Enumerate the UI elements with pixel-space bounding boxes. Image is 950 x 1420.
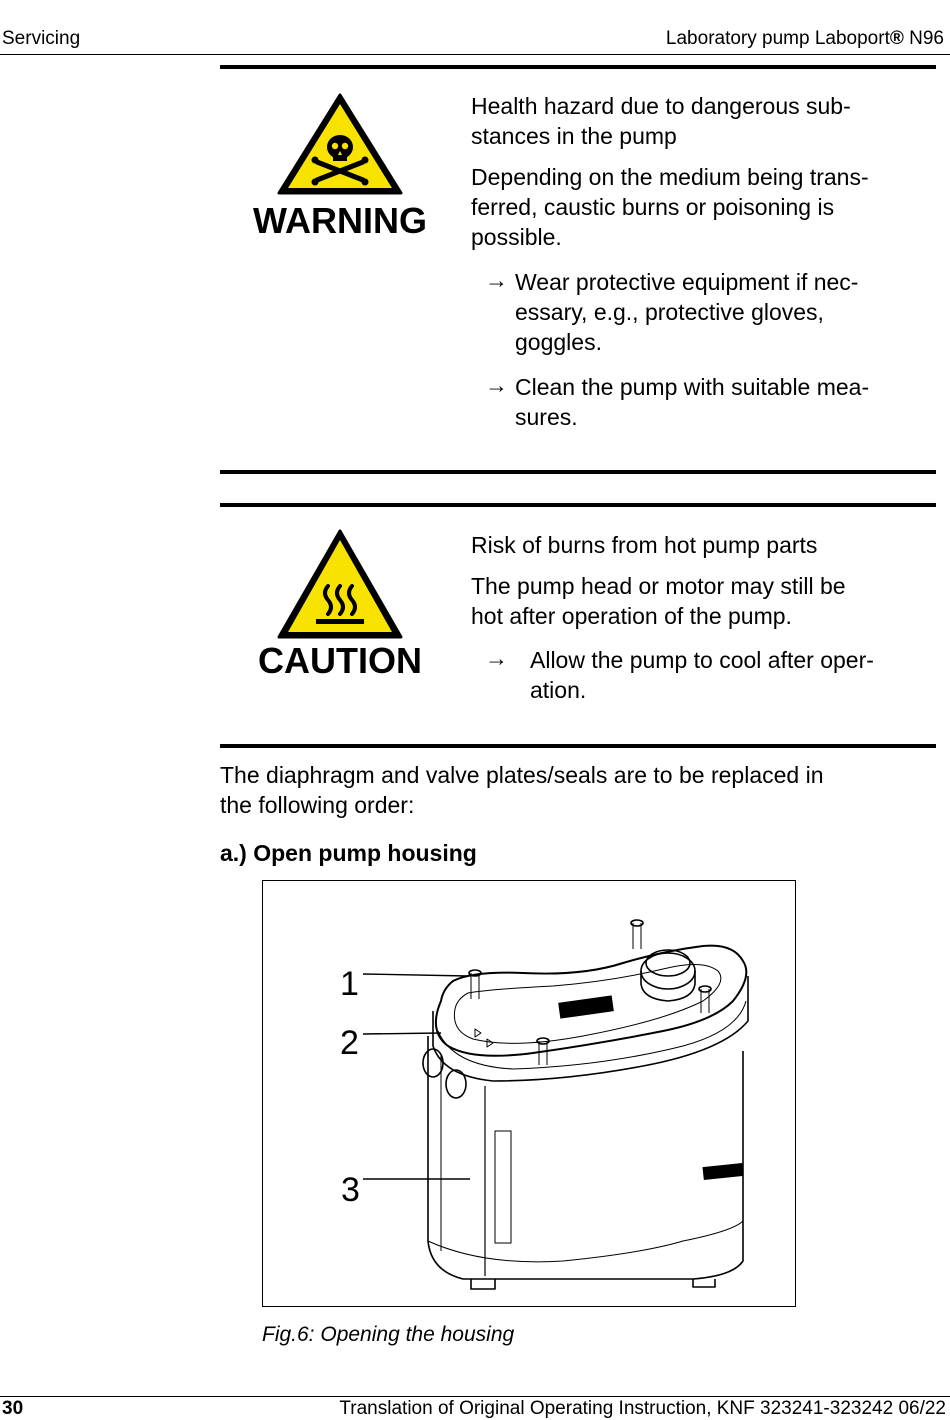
caution-top-rule: [220, 503, 936, 507]
footer-text: Translation of Original Operating Instru…: [339, 1398, 946, 1419]
callout-2: 2: [340, 1024, 359, 1062]
warning-body: Depending on the medium being trans- fer…: [471, 164, 869, 250]
step-heading: a.) Open pump housing: [220, 840, 477, 866]
warning-top-rule: [220, 65, 936, 69]
header-divider: [0, 54, 950, 55]
skull-crossbones-warning-icon: [277, 93, 403, 195]
caution-step-1: Allow the pump to cool after oper- ation…: [530, 647, 874, 703]
warning-bottom-rule: [220, 470, 936, 474]
figure-caption: Fig.6: Opening the housing: [262, 1323, 515, 1346]
warning-title: Health hazard due to dangerous sub- stan…: [471, 93, 851, 149]
warning-step-2: Clean the pump with suitable mea- sures.: [515, 374, 870, 430]
callout-3: 3: [341, 1171, 360, 1209]
callout-1: 1: [340, 965, 359, 1003]
page-number: 30: [2, 1398, 24, 1419]
warning-signal-word: WARNING: [253, 200, 427, 241]
caution-signal-word: CAUTION: [258, 640, 422, 681]
footer-divider: [0, 1396, 950, 1397]
intro-paragraph: The diaphragm and valve plates/seals are…: [220, 762, 824, 818]
figure-frame: [262, 880, 796, 1307]
caution-body: The pump head or motor may still be hot …: [471, 573, 846, 629]
caution-title: Risk of burns from hot pump parts: [471, 532, 818, 558]
caution-bottom-rule: [220, 744, 936, 748]
header-section: Servicing: [2, 28, 81, 49]
header-product: Laboratory pump Laboport® N96: [665, 28, 944, 49]
pump-housing-illustration: [362, 919, 749, 1290]
hot-surface-warning-icon: [277, 529, 403, 639]
warning-step-1: Wear protective equipment if nec- essary…: [515, 269, 859, 355]
